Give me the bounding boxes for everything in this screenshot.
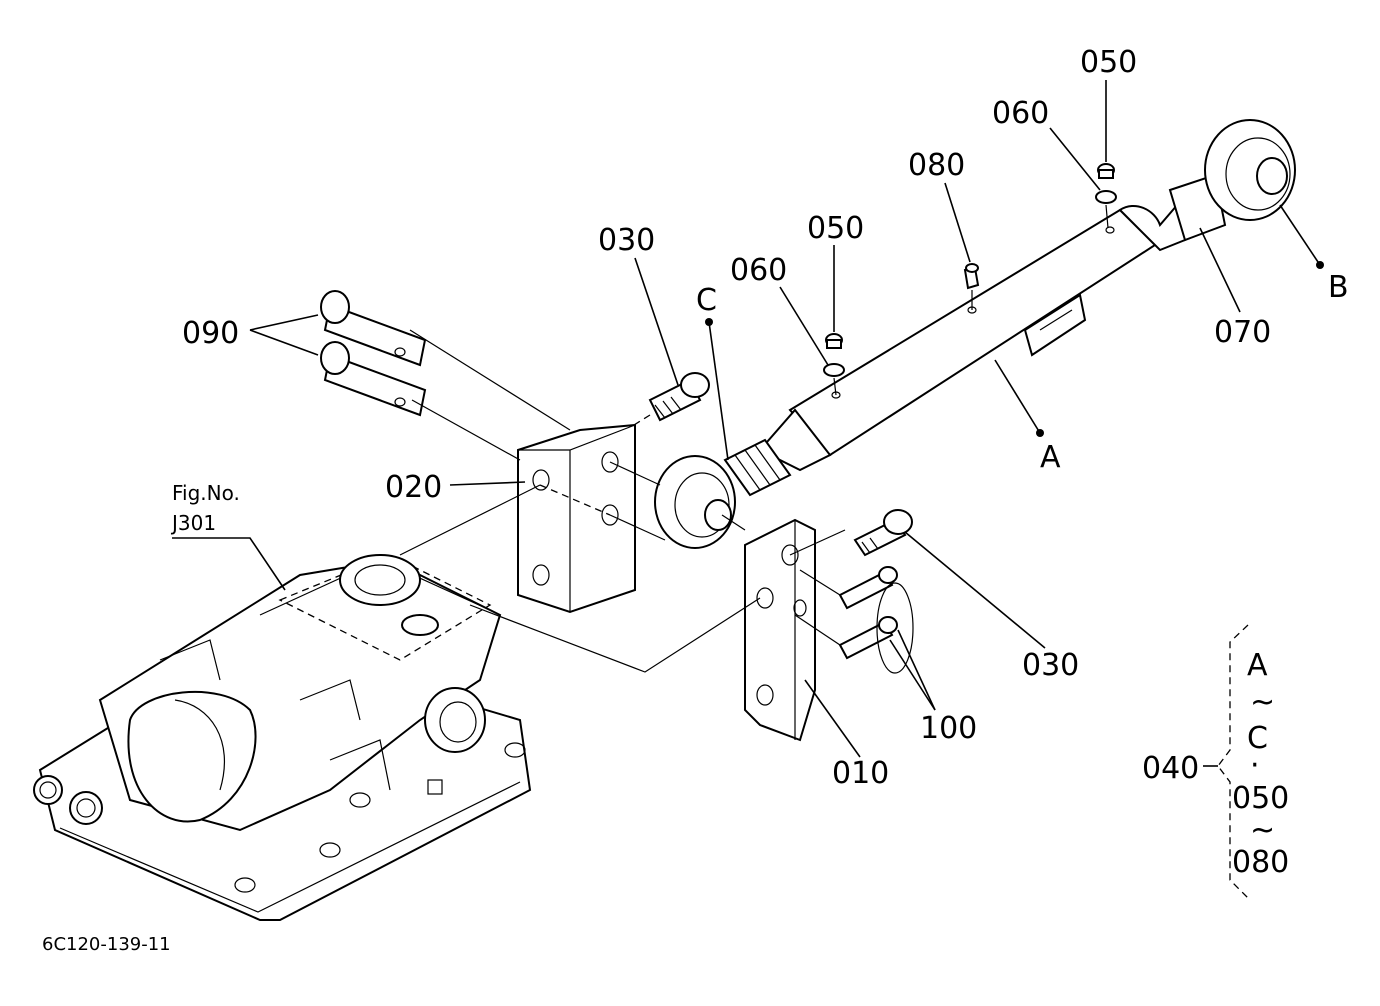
- label-030-top: 030: [598, 223, 655, 258]
- label-030-right: 030: [1022, 648, 1079, 683]
- ref-dot-a: [1036, 429, 1044, 437]
- drawing-code: 6C120-139-11: [42, 934, 171, 955]
- bolt-050-top: [1095, 163, 1117, 229]
- note-line-a: A: [1247, 648, 1268, 683]
- leader-lines: [172, 80, 1321, 758]
- label-040: 040: [1142, 751, 1199, 786]
- bracket-010: [744, 518, 816, 742]
- fig-ref-line1: Fig.No.: [172, 481, 240, 505]
- note-line-050: 050: [1232, 781, 1289, 816]
- label-050-top: 050: [1080, 45, 1137, 80]
- note-tilde-2: ~: [1250, 813, 1275, 848]
- note-dot: ·: [1250, 748, 1260, 783]
- note-line-080: 080: [1232, 845, 1289, 880]
- assembly-note: 040 A ~ C · 050 ~ 080: [1142, 624, 1289, 899]
- note-line-c: C: [1247, 721, 1268, 756]
- label-ref-c: C: [696, 283, 717, 318]
- label-070: 070: [1214, 315, 1271, 350]
- fig-ref-line2: J301: [170, 511, 216, 535]
- bracket-020: [517, 423, 636, 614]
- label-060-mid: 060: [730, 253, 787, 288]
- bolts-100: [838, 566, 914, 674]
- top-link-rod: [723, 188, 1212, 497]
- label-010: 010: [832, 756, 889, 791]
- label-ref-a: A: [1040, 440, 1061, 475]
- note-tilde-1: ~: [1250, 685, 1275, 720]
- rear-ball-joint: [654, 455, 736, 549]
- grease-nipple-080: [963, 263, 980, 310]
- ref-dot-b: [1316, 261, 1324, 269]
- label-090: 090: [182, 316, 239, 351]
- label-ref-b: B: [1328, 270, 1349, 305]
- label-060-top: 060: [992, 96, 1049, 131]
- hydraulic-housing: [33, 554, 532, 921]
- assembly-lines: [399, 329, 846, 673]
- front-ball-joint: [1168, 119, 1296, 242]
- hitch-pin-030-right: [853, 509, 913, 557]
- label-050-mid: 050: [807, 211, 864, 246]
- label-020: 020: [385, 470, 442, 505]
- bolt-050-mid: [823, 333, 845, 396]
- label-100: 100: [920, 711, 977, 746]
- label-080: 080: [908, 148, 965, 183]
- clevis-pins-090: [320, 290, 427, 417]
- ref-dot-c: [705, 318, 713, 326]
